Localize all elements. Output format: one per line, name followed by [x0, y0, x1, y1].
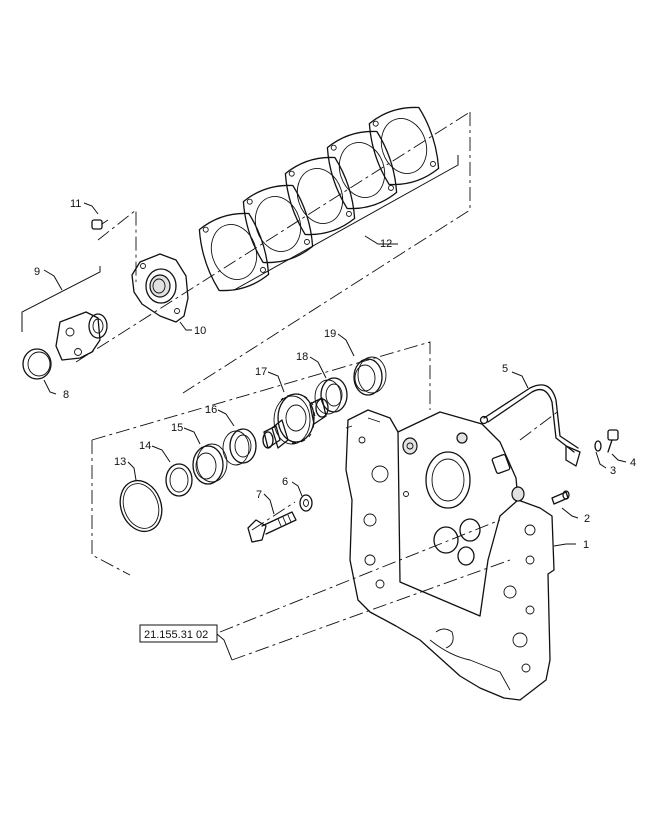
reference-box: 21.155.31 02	[139, 624, 233, 661]
callout-labels: 1 2 3 4 5 6 7 8 9 10 11 12 13 14 15 16 1…	[34, 198, 636, 551]
callout-16: 16	[205, 404, 217, 416]
callout-12: 12	[380, 238, 392, 250]
shim-set-12	[198, 106, 459, 292]
callout-15: 15	[171, 422, 183, 434]
callout-14: 14	[139, 440, 151, 452]
yoke-9	[21, 266, 108, 361]
callout-5: 5	[502, 363, 508, 375]
bearing-race-15	[183, 427, 228, 485]
callout-6: 6	[282, 476, 288, 488]
bearing-housing-10	[131, 253, 192, 331]
bearing-18	[309, 356, 348, 415]
bolt-4	[607, 429, 627, 463]
callout-10: 10	[194, 325, 206, 337]
callout-18: 18	[296, 351, 308, 363]
reference-code: 21.155.31 02	[144, 629, 208, 641]
callout-1: 1	[583, 539, 589, 551]
bolt-7	[247, 493, 297, 543]
gear-shaft-17	[262, 371, 329, 449]
housing-1	[345, 409, 576, 701]
tube-5	[479, 371, 581, 467]
dowel-pin-2	[551, 490, 579, 519]
snap-ring-14	[151, 445, 193, 497]
callout-9: 9	[34, 266, 40, 278]
cap-8	[22, 348, 57, 395]
washer-6	[291, 481, 313, 512]
callout-8: 8	[63, 389, 69, 401]
center-lines	[75, 111, 561, 661]
bearing-16	[217, 409, 257, 466]
callout-4: 4	[630, 457, 636, 469]
callout-13: 13	[114, 456, 126, 468]
callout-2: 2	[584, 513, 590, 525]
washer-3	[594, 440, 607, 469]
o-ring-13	[119, 461, 163, 533]
callout-7: 7	[256, 489, 262, 501]
callout-19: 19	[324, 328, 336, 340]
bearing-race-19	[337, 333, 387, 396]
bolt-11	[83, 202, 109, 230]
callout-3: 3	[610, 465, 616, 477]
callout-11: 11	[70, 198, 81, 210]
callout-17: 17	[255, 366, 267, 378]
